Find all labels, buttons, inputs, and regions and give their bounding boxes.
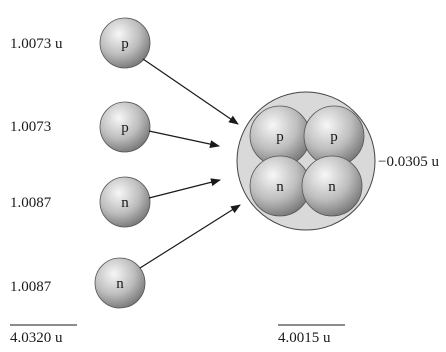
bound-symbol-3: n bbox=[276, 179, 284, 195]
arrow-3 bbox=[148, 178, 221, 199]
nucleon-sphere-4 bbox=[94, 257, 146, 309]
bound-symbol-1: p bbox=[276, 129, 284, 145]
left-total-label: 4.0320 u bbox=[10, 330, 63, 346]
nucleon-sphere-1 bbox=[99, 17, 151, 69]
mass-defect-label: −0.0305 u bbox=[378, 154, 439, 170]
nucleon-sphere-2 bbox=[99, 101, 151, 153]
free-nucleon-4: 1.0087 n bbox=[10, 257, 146, 309]
helium-nucleus: p p n n bbox=[236, 91, 376, 231]
nucleon-symbol-3: n bbox=[121, 195, 129, 211]
mass-label-2: 1.0073 bbox=[10, 119, 51, 135]
arrow-1 bbox=[142, 58, 239, 125]
bound-symbol-2: p bbox=[330, 129, 338, 145]
arrow-4 bbox=[139, 204, 241, 269]
mass-label-1: 1.0073 u bbox=[10, 36, 63, 52]
free-nucleon-1: 1.0073 u p bbox=[10, 17, 151, 69]
nucleus-boundary bbox=[236, 91, 376, 231]
nucleon-symbol-1: p bbox=[121, 36, 129, 52]
mass-label-4: 1.0087 bbox=[10, 279, 52, 295]
nucleon-sphere-3 bbox=[99, 176, 151, 228]
bound-nucleon-4: n bbox=[301, 155, 363, 217]
bound-sphere-4 bbox=[301, 155, 363, 217]
free-nucleon-3: 1.0087 n bbox=[10, 176, 151, 228]
nucleon-symbol-4: n bbox=[116, 276, 124, 292]
nucleon-symbol-2: p bbox=[121, 120, 129, 136]
arrow-2 bbox=[148, 130, 220, 149]
bound-symbol-4: n bbox=[328, 179, 336, 195]
nucleus-total-label: 4.0015 u bbox=[278, 330, 331, 346]
mass-label-3: 1.0087 bbox=[10, 195, 52, 211]
free-nucleon-2: 1.0073 p bbox=[10, 101, 151, 153]
bound-nucleon-3: n bbox=[249, 155, 311, 217]
